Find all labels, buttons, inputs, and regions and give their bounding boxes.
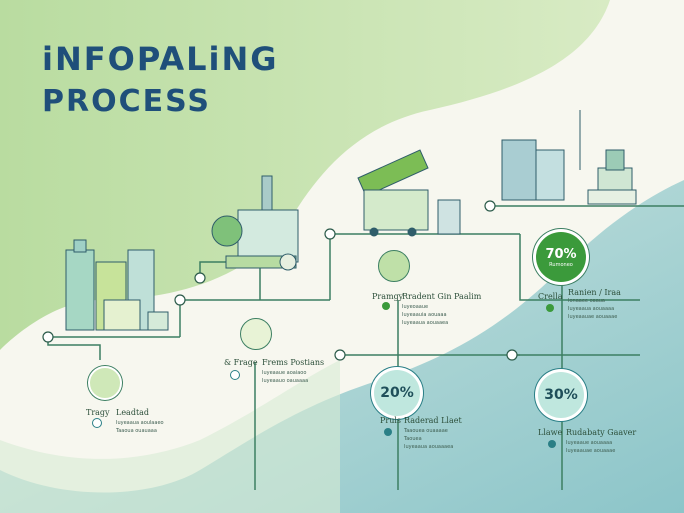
title-line-1: iNFOPALiNG <box>42 40 279 78</box>
step-a-label-b: Leadtad <box>116 408 150 417</box>
gear-icon <box>378 250 410 282</box>
step-a-sub-0: Iuyeaaua aoulaaeo <box>116 420 164 426</box>
step-d-sub-0: Taaouea ouaaaae <box>404 428 448 434</box>
step-e-label-a: Crella <box>538 292 563 301</box>
percent-20-badge: 20% <box>374 370 420 416</box>
step-b-sub-0: Iuyeaaue aoaiaoo <box>262 370 307 376</box>
percent-70-value: 70% <box>545 246 577 262</box>
step-b-label-a: & Frage <box>224 358 258 367</box>
step-d-sub-1: Taouea <box>404 436 422 442</box>
step-d-label-a: Pruls <box>380 416 402 425</box>
step-d-sub-2: Iuyeaaua aouaaaea <box>404 444 454 450</box>
percent-20-value: 20% <box>380 385 414 401</box>
percent-70-badge: 70% Rumoneo <box>536 232 586 282</box>
recycle-icon <box>88 366 122 400</box>
percent-70-sub: Rumoneo <box>549 261 573 268</box>
step-b-dot <box>230 370 240 380</box>
percent-30-badge: 30% <box>538 372 584 418</box>
step-c-label-b: Rradent Gin Paalim <box>402 292 482 301</box>
step-e-sub-0: Ionaaee oaaua <box>568 298 605 304</box>
step-e-dot <box>546 304 554 312</box>
step-c-sub-1: Iuyeaauia aouaaa <box>402 312 447 318</box>
step-a-label-a: Tragy <box>86 408 110 417</box>
step-c-sub-2: Iuyeaaua aouaaea <box>402 320 449 326</box>
step-f-label-a: Llawe <box>538 428 563 437</box>
step-e-label-b: Ranien / Iraa <box>568 288 621 297</box>
step-f-sub-0: Iuyeaaue aouaaaa <box>566 440 613 446</box>
title-line-2: PROCESS <box>42 84 211 119</box>
step-f-sub-1: Iuyeaauae aouaaae <box>566 448 616 454</box>
step-a-sub-1: Taaoua ouauaaa <box>116 428 157 434</box>
percent-30-value: 30% <box>544 387 578 403</box>
step-b-label-b: Frems Postians <box>262 358 325 367</box>
step-e-sub-2: Iuyeaauae aouaaae <box>568 314 618 320</box>
step-f-label-b: Rudabaty Gaaver <box>566 428 637 437</box>
step-a-dot <box>92 418 102 428</box>
building-icon <box>240 318 272 350</box>
step-d-label-b: Raderad Llaet <box>404 416 462 425</box>
step-c-dot <box>382 302 390 310</box>
step-e-sub-1: Iuyeaaua aouaaaa <box>568 306 615 312</box>
step-d-dot <box>384 428 392 436</box>
step-b-sub-1: Iuyeaauo oauaaaa <box>262 378 309 384</box>
step-c-label-a: Pramgy <box>372 292 404 301</box>
step-c-sub-0: Iuyeoaaue <box>402 304 429 310</box>
step-f-dot <box>548 440 556 448</box>
